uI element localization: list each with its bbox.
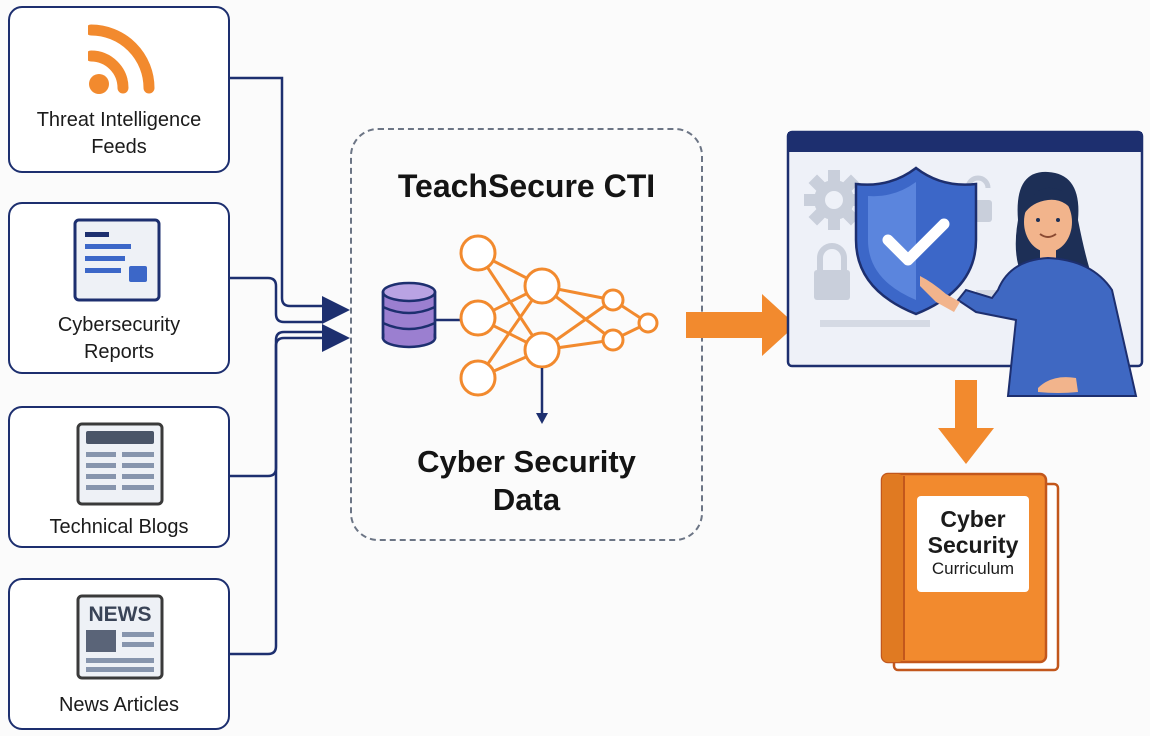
connector-reports — [230, 276, 322, 324]
source-card-reports: Cybersecurity Reports — [8, 202, 230, 374]
curriculum-label: Cyber Security Curriculum — [917, 496, 1029, 592]
rss-feed-icon — [88, 24, 155, 94]
source-label-reports: Cybersecurity Reports — [57, 314, 181, 363]
output-arrow — [536, 368, 548, 424]
source-label-blogs: Technical Blogs — [49, 516, 189, 538]
arrowhead-upper — [322, 296, 350, 324]
source-label-news: News Articles — [58, 694, 180, 716]
neural-network-icon — [459, 234, 659, 397]
svg-text:NEWS: NEWS — [89, 603, 152, 626]
presenter-woman-icon — [920, 171, 1138, 397]
arrow-to-curriculum — [938, 380, 994, 464]
gear-icon — [804, 170, 864, 230]
report-document-icon — [73, 218, 161, 302]
cti-graphic — [381, 234, 659, 424]
database-icon — [381, 281, 462, 349]
cti-output-label: Cyber Security Data — [417, 444, 636, 517]
padlock-icon — [814, 243, 850, 300]
source-card-news: NEWS News Articles — [8, 578, 230, 730]
arrow-to-presentation — [686, 294, 796, 356]
connector-feeds — [230, 76, 322, 308]
source-card-blogs: Technical Blogs — [8, 406, 230, 548]
arrowhead-lower — [322, 324, 350, 352]
shield-check-icon — [854, 166, 978, 316]
presentation-scene — [786, 130, 1144, 397]
newspaper-icon: NEWS — [76, 594, 164, 680]
connector-news — [230, 336, 322, 656]
cti-title: TeachSecure CTI — [397, 168, 656, 204]
blog-page-icon — [76, 422, 164, 506]
source-label-feeds: Threat Intelligence Feeds — [36, 109, 202, 158]
source-card-feeds: Threat Intelligence Feeds — [8, 6, 230, 173]
